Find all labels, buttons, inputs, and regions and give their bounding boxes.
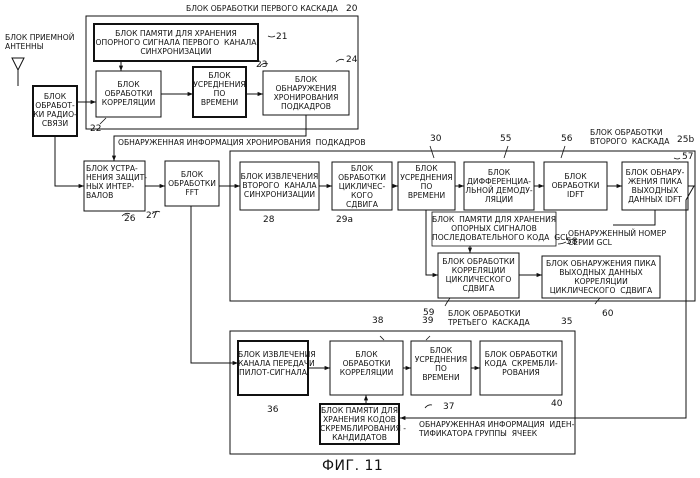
corr22-number: 22 [90,124,101,134]
peak60-number: 60 [602,309,613,319]
stage2-title: БЛОК ОБРАБОТКИ ВТОРОГО КАСКАДА [590,128,669,146]
timing-info-annotation: ОБНАРУЖЕННАЯ ИНФОРМАЦИЯ ХРОНИРОВАНИЯ ПОД… [118,138,366,147]
timing24-number: 24 [346,55,357,65]
avg23-number: 23 [256,60,267,70]
scr40-block: БЛОК ОБРАБОТКИ КОДА СКРЕМБЛИ- РОВАНИЯ [480,350,562,377]
avg30-number: 30 [430,134,441,144]
guard26-number: 26 [124,214,135,224]
avg30-block: БЛОК УСРЕДНЕНИЯ ПО ВРЕМЕНИ [398,164,455,200]
antenna-label: БЛОК ПРИЕМНОЙ АНТЕННЫ [5,33,74,51]
stage3-number: 35 [561,317,572,327]
scr40-number: 40 [551,399,562,409]
mem37-block: БЛОК ПАМЯТИ ДЛЯ ХРАНЕНИЯ КОДОВ СКРЕМБЛИР… [320,406,399,442]
radio-block: БЛОК ОБРАБОТ- КИ РАДИО- СВЯЗИ [33,92,77,128]
corr22-block: БЛОК ОБРАБОТКИ КОРРЕЛЯЦИИ [96,80,161,107]
peak57-number: 57 [682,152,693,162]
stage3-title: БЛОК ОБРАБОТКИ ТРЕТЬЕГО КАСКАДА [448,309,530,327]
antenna-symbol [12,58,24,86]
avg39-block: БЛОК УСРЕДНЕНИЯ ПО ВРЕМЕНИ [411,346,471,382]
idft56-number: 56 [561,134,572,144]
gcl-number-annotation: ОБНАРУЖЕННЫЙ НОМЕР СЕРИИ GCL [568,229,666,247]
stage1-number: 20 [346,4,357,14]
cyccorr59-block: БЛОК ОБРАБОТКИ КОРРЕЛЯЦИИ ЦИКЛИЧЕСКОГО С… [438,257,519,293]
mem1-block: БЛОК ПАМЯТИ ДЛЯ ХРАНЕНИЯ ОПОРНОГО СИГНАЛ… [94,29,258,56]
fft27-block: БЛОК ОБРАБОТКИ FFT [165,170,219,197]
guard26-block: БЛОК УСТРА- НЕНИЯ ЗАЩИТ- НЫХ ИНТЕР- ВАЛО… [86,164,147,200]
stage2-number: 25b [677,135,694,145]
peak60-block: БЛОК ОБНАРУЖЕНИЯ ПИКА ВЫХОДНЫХ ДАННЫХ КО… [542,259,660,295]
corr38-number: 38 [372,316,383,326]
pilot36-number: 36 [267,405,278,415]
ext28-number: 28 [263,215,274,225]
mem1-number: 21 [276,32,287,42]
avg39-number: 39 [422,316,433,326]
mem58-block: БЛОК ПАМЯТИ ДЛЯ ХРАНЕНИЯ ОПОРНЫХ СИГНАЛО… [432,215,556,242]
peak57-block: БЛОК ОБНАРУ- ЖЕНИЯ ПИКА ВЫХОДНЫХ ДАННЫХ … [622,168,688,204]
mem37-number: 37 [443,402,454,412]
avg23-block: БЛОК УСРЕДНЕНИЯ ПО ВРЕМЕНИ [193,71,246,107]
cyc29a-number: 29a [336,215,353,225]
corr38-block: БЛОК ОБРАБОТКИ КОРРЕЛЯЦИИ [330,350,403,377]
idft56-block: БЛОК ОБРАБОТКИ IDFT [544,172,607,199]
diff55-block: БЛОК ДИФФЕРЕНЦИА- ЛЬНОЙ ДЕМОДУ- ЛЯЦИИ [464,168,534,204]
pilot36-block: БЛОК ИЗВЛЕЧЕНИЯ КАНАЛА ПЕРЕДАЧИ ПИЛОТ-СИ… [238,350,308,377]
stage1-title: БЛОК ОБРАБОТКИ ПЕРВОГО КАСКАДА [186,4,338,13]
figure-caption: ФИГ. 11 [322,458,383,474]
fft27-number: 27 [146,211,157,221]
cell-group-annotation: ОБНАРУЖЕННАЯ ИНФОРМАЦИЯ ИДЕН- ТИФИКАТОРА… [419,420,574,438]
ext28-block: БЛОК ИЗВЛЕЧЕНИЯ ВТОРОГО КАНАЛА СИНХРОНИЗ… [240,172,319,199]
timing24-block: БЛОК ОБНАРУЖЕНИЯ ХРОНИРОВАНИЯ ПОДКАДРОВ [263,75,349,111]
diff55-number: 55 [500,134,511,144]
cyc29a-block: БЛОК ОБРАБОТКИ ЦИКЛИЧЕС- КОГО СДВИГА [332,164,392,209]
